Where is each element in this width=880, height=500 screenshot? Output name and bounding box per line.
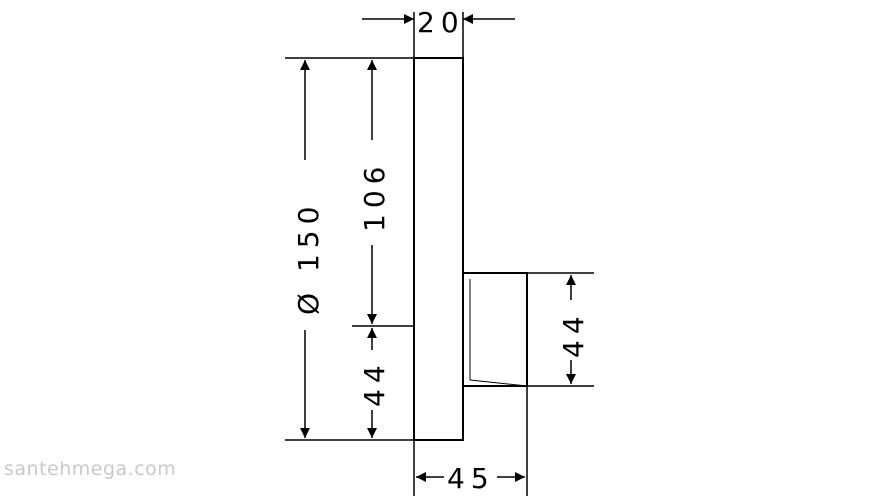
valve-stem: [462, 272, 528, 387]
watermark: santehmega.com: [4, 458, 177, 480]
dim-stem-height: [527, 272, 594, 387]
cover-plate: [413, 57, 464, 441]
dim-lower-height-left-label: 44: [358, 359, 391, 407]
dim-plate-thickness-label: 20: [417, 6, 465, 39]
dim-total-depth: [413, 386, 528, 496]
stem-chamfer: [469, 379, 528, 387]
dim-upper-height-label: 106: [358, 161, 391, 232]
part-outline: [413, 57, 528, 441]
dim-plate-thickness: [362, 12, 515, 58]
dim-diameter: [285, 57, 414, 441]
dim-upper-height: [352, 60, 414, 327]
dim-total-depth-label: 45: [447, 462, 495, 495]
dim-diameter-label: Ø 150: [292, 201, 325, 315]
dim-stem-height-label: 44: [557, 310, 590, 358]
